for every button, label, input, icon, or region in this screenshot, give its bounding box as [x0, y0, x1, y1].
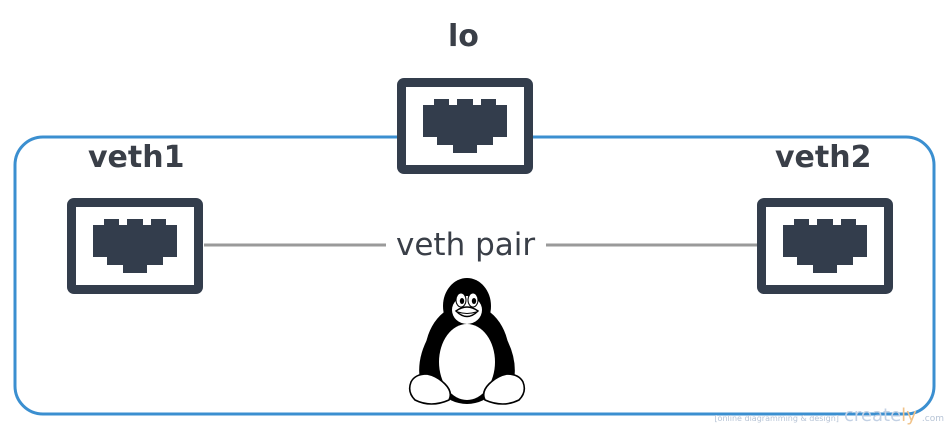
tux-penguin-icon	[408, 278, 526, 405]
lo-ethernet-port-icon	[397, 78, 533, 174]
logo-main-text: create	[844, 405, 902, 426]
veth1-ethernet-port-icon	[67, 198, 203, 294]
logo-accent-text: ly	[901, 405, 917, 426]
lo-label: lo	[448, 19, 479, 54]
veth-pair-label: veth pair	[396, 227, 536, 263]
veth2-label: veth2	[775, 140, 872, 175]
creately-watermark: [online diagramming & design] creately .…	[714, 407, 944, 425]
veth2-ethernet-port-icon	[757, 198, 893, 294]
veth1-label: veth1	[88, 140, 185, 175]
logo-suffix-text: .com	[921, 414, 944, 424]
watermark-tagline: [online diagramming & design]	[714, 414, 839, 423]
creately-logo: creately	[844, 405, 917, 426]
